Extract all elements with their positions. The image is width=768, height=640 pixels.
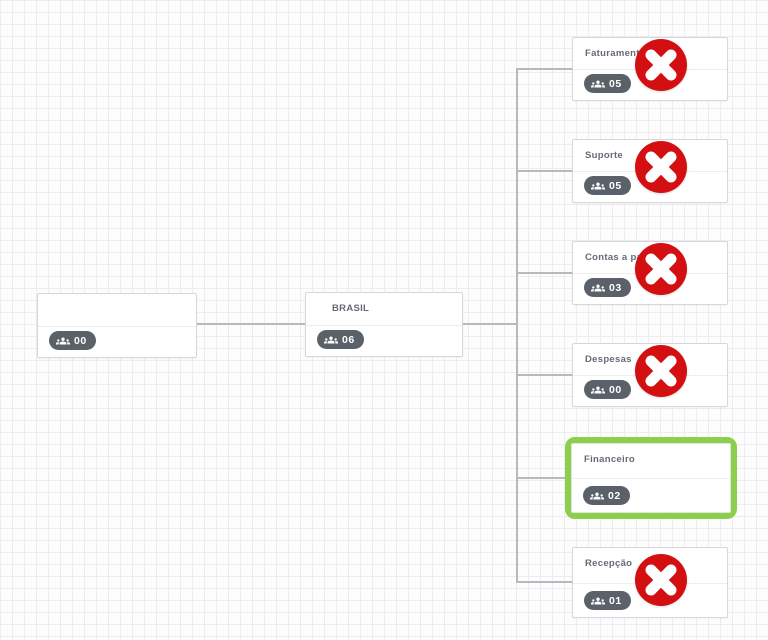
member-count: 01 — [609, 594, 622, 607]
member-count: 06 — [342, 333, 355, 346]
org-node-financeiro[interactable]: Financeiro 02 — [571, 443, 731, 513]
connector-root-parent — [197, 323, 305, 325]
node-divider — [306, 324, 462, 326]
node-title: Contas a pagar — [585, 252, 658, 263]
connector-child-despesas — [517, 374, 572, 376]
users-group-icon — [591, 284, 605, 291]
x-icon — [635, 243, 687, 295]
connector-child-financeiro — [517, 477, 565, 479]
connector-trunk — [516, 68, 518, 583]
node-title: BRASIL — [332, 303, 370, 314]
delete-button-suporte[interactable] — [635, 141, 687, 193]
members-badge: 02 — [583, 486, 630, 505]
node-divider — [38, 325, 196, 327]
connector-child-faturamento — [517, 68, 572, 70]
users-group-icon — [324, 336, 338, 343]
users-group-icon — [591, 597, 605, 604]
member-count: 00 — [74, 334, 87, 347]
node-title: Recepção — [585, 558, 633, 569]
x-icon — [635, 554, 687, 606]
member-count: 00 — [609, 383, 622, 396]
delete-button-contas-a-pagar[interactable] — [635, 243, 687, 295]
node-title: Faturamento — [585, 48, 646, 59]
node-divider — [572, 478, 730, 479]
users-group-icon — [591, 80, 605, 87]
members-badge: 05 — [584, 74, 631, 93]
node-title: Despesas — [585, 354, 632, 365]
member-count: 05 — [609, 179, 622, 192]
members-badge: 06 — [317, 330, 364, 349]
connector-child-contas — [517, 272, 572, 274]
members-badge: 03 — [584, 278, 631, 297]
org-node-brasil[interactable]: BRASIL 06 — [305, 292, 463, 357]
delete-button-faturamento[interactable] — [635, 39, 687, 91]
node-title: Suporte — [585, 150, 623, 161]
org-node-root[interactable]: 00 — [37, 293, 197, 358]
x-icon — [635, 345, 687, 397]
users-group-icon — [591, 182, 605, 189]
connector-child-recepcao — [517, 581, 572, 583]
org-node-recepcao[interactable]: Recepção 01 — [572, 547, 728, 618]
users-group-icon — [56, 337, 70, 344]
connector-parent-trunk — [463, 323, 517, 325]
members-badge: 00 — [584, 380, 631, 399]
delete-button-recepcao[interactable] — [635, 554, 687, 606]
users-group-icon — [591, 386, 605, 393]
member-count: 02 — [608, 489, 621, 502]
node-title: Financeiro — [584, 454, 636, 465]
connector-child-suporte — [517, 170, 572, 172]
member-count: 03 — [609, 281, 622, 294]
member-count: 05 — [609, 77, 622, 90]
members-badge: 01 — [584, 591, 631, 610]
x-icon — [635, 141, 687, 193]
x-icon — [635, 39, 687, 91]
members-badge: 05 — [584, 176, 631, 195]
members-badge: 00 — [49, 331, 96, 350]
delete-button-despesas[interactable] — [635, 345, 687, 397]
org-node-financeiro-selected[interactable]: Financeiro 02 — [565, 437, 737, 519]
users-group-icon — [590, 492, 604, 499]
